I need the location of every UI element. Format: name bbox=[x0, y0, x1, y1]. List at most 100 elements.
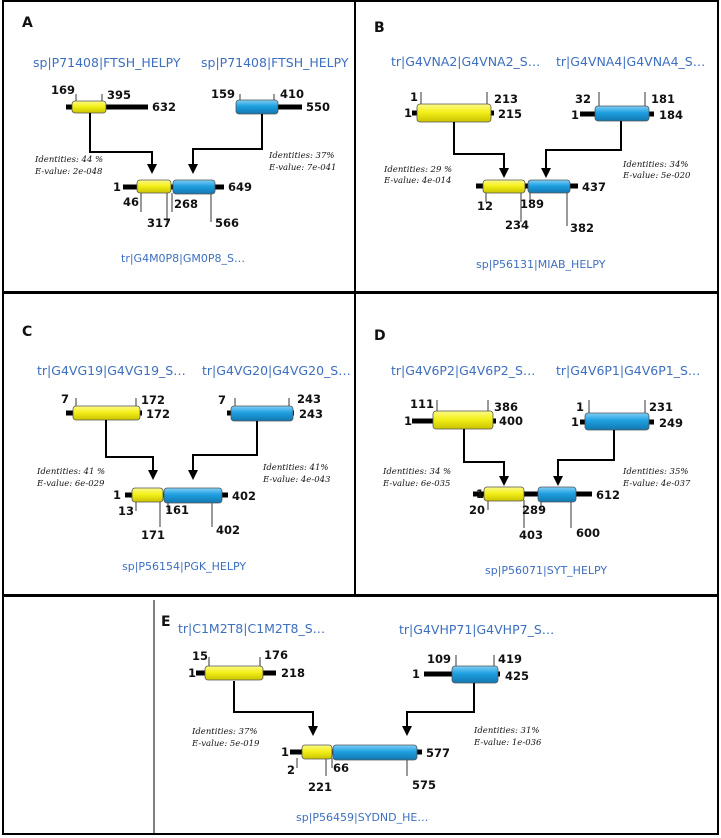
panel-b-right-protein: 32 1 181 184 bbox=[571, 92, 683, 122]
panel-b-left-protein: 1 1 213 215 bbox=[404, 90, 522, 123]
panel-b-letter: B bbox=[374, 20, 385, 36]
fusion-boundary-number: 221 bbox=[308, 780, 332, 794]
arrow-right bbox=[545, 121, 622, 170]
arrow-left bbox=[453, 122, 505, 170]
yellow-domain bbox=[432, 410, 494, 430]
panel-d-right-protein: 1 1 231 249 bbox=[571, 400, 683, 431]
domain-end-number: 172 bbox=[141, 393, 165, 407]
fusion-boundary-number: 189 bbox=[520, 197, 544, 211]
arrow-right bbox=[192, 421, 258, 472]
domain-start-number: 1 bbox=[576, 400, 584, 414]
yellow-domain bbox=[416, 103, 492, 123]
domain-start-number: 169 bbox=[51, 83, 75, 97]
domain-end-number: 395 bbox=[107, 88, 131, 102]
arrowhead bbox=[188, 164, 198, 174]
panel-d-fusion-protein: 1 612 20 289 403 600 bbox=[469, 486, 620, 542]
arrow-left bbox=[463, 429, 505, 478]
panel-b-left-protein-name: tr|G4VNA2|G4VNA2_S… bbox=[391, 54, 540, 69]
panel-a-right-protein: 159 410 550 bbox=[211, 87, 330, 115]
domain-end-number: 419 bbox=[498, 652, 522, 666]
fusion-boundary-number: 575 bbox=[412, 778, 436, 792]
blue-domain bbox=[230, 405, 294, 422]
domain-end-number: 176 bbox=[264, 648, 288, 662]
panel-c-right-identities: Identities: 41% bbox=[262, 463, 328, 473]
panel-b-frame bbox=[354, 0, 719, 293]
panel-b-arrows bbox=[453, 121, 622, 178]
panel-c: C tr|G4VG19|G4VG19_S… tr|G4VG20|G4VG20_S… bbox=[22, 324, 351, 573]
blue-domain bbox=[332, 744, 418, 761]
arrow-right bbox=[192, 114, 263, 166]
fusion-start-number: 1 bbox=[113, 180, 121, 194]
panel-e-left-protein-name: tr|C1M2T8|C1M2T8_S… bbox=[178, 621, 325, 636]
protein-length-number: 243 bbox=[299, 407, 323, 421]
panel-e-fusion-protein-name: sp|P56459|SYDND_HE… bbox=[296, 811, 428, 824]
panel-d-arrows bbox=[463, 429, 615, 486]
blue-domain bbox=[163, 487, 223, 504]
fusion-end-number: 612 bbox=[596, 488, 620, 502]
protein-length-number: 249 bbox=[659, 416, 683, 430]
arrow-left bbox=[233, 681, 314, 728]
panel-a-arrows bbox=[89, 113, 263, 174]
panel-b-left-evalue: E-value: 4e-014 bbox=[383, 176, 451, 186]
blue-domain bbox=[584, 412, 650, 431]
arrowhead bbox=[499, 476, 509, 486]
panel-d-fusion-protein-name: sp|P56071|SYT_HELPY bbox=[485, 564, 607, 577]
panel-a: A sp|P71408|FTSH_HELPY sp|P71408|FTSH_HE… bbox=[22, 15, 349, 265]
protein-pre-number: 1 bbox=[571, 415, 579, 429]
blue-domain bbox=[537, 486, 577, 503]
fusion-end-number: 577 bbox=[426, 746, 450, 760]
yellow-domain bbox=[301, 744, 333, 760]
fusion-boundary-number: 317 bbox=[147, 216, 171, 230]
protein-length-number: 218 bbox=[281, 666, 305, 680]
panel-d-left-protein-name: tr|G4V6P2|G4V6P2_S… bbox=[391, 363, 535, 378]
panel-d: D tr|G4V6P2|G4V6P2_S… tr|G4V6P1|G4V6P1_S… bbox=[374, 328, 700, 577]
panel-c-right-protein-name: tr|G4VG20|G4VG20_S… bbox=[202, 363, 351, 378]
arrow-left bbox=[89, 113, 153, 166]
yellow-domain bbox=[131, 487, 164, 503]
protein-length-number: 425 bbox=[505, 669, 529, 683]
panel-b-fusion-protein-name: sp|P56131|MIAB_HELPY bbox=[476, 258, 606, 271]
blue-domain bbox=[235, 99, 279, 115]
domain-start-number: 109 bbox=[427, 652, 451, 666]
fusion-boundary-number: 403 bbox=[519, 528, 543, 542]
domain-end-number: 231 bbox=[649, 400, 673, 414]
arrowhead bbox=[188, 470, 198, 480]
panel-a-left-evalue: E-value: 2e-048 bbox=[34, 167, 103, 177]
panel-e-right-protein-name: tr|G4VHP71|G4VHP7_S… bbox=[399, 622, 554, 637]
blue-domain bbox=[527, 179, 571, 194]
arrowhead bbox=[553, 476, 563, 486]
fusion-boundary-number: 20 bbox=[469, 503, 485, 517]
protein-length-number: 632 bbox=[152, 100, 176, 114]
blue-domain bbox=[172, 179, 216, 195]
panel-b: B tr|G4VNA2|G4VNA2_S… tr|G4VNA4|G4VNA4_S… bbox=[374, 20, 705, 271]
fusion-end-number: 402 bbox=[232, 489, 256, 503]
protein-pre-number: 1 bbox=[412, 667, 420, 681]
panel-a-left-protein-name: sp|P71408|FTSH_HELPY bbox=[33, 55, 181, 70]
panel-c-left-evalue: E-value: 6e-029 bbox=[36, 479, 105, 489]
yellow-domain bbox=[72, 405, 141, 421]
panel-e-left-identities: Identities: 37% bbox=[191, 727, 257, 737]
panel-b-right-protein-name: tr|G4VNA4|G4VNA4_S… bbox=[556, 54, 705, 69]
domain-end-number: 386 bbox=[494, 400, 518, 414]
domain-end-number: 243 bbox=[297, 392, 321, 406]
domain-start-number: 15 bbox=[192, 649, 208, 663]
arrow-right bbox=[406, 683, 475, 728]
panel-a-fusion-protein-name: tr|G4M0P8|GM0P8_S… bbox=[121, 252, 245, 265]
arrowhead bbox=[147, 164, 157, 174]
fusion-boundary-number: 402 bbox=[216, 523, 240, 537]
panel-d-left-evalue: E-value: 6e-035 bbox=[382, 479, 450, 489]
panel-c-left-protein: 7 172 172 bbox=[61, 392, 170, 421]
panel-e-letter: E bbox=[161, 614, 171, 630]
fusion-boundary-number: 12 bbox=[477, 199, 493, 213]
panel-b-right-evalue: E-value: 5e-020 bbox=[622, 171, 691, 181]
panel-e-frame bbox=[2, 595, 719, 835]
domain-start-number: 7 bbox=[218, 393, 226, 407]
panel-b-fusion-protein: 437 12 189 234 382 bbox=[476, 179, 606, 235]
panel-a-right-evalue: E-value: 7e-041 bbox=[268, 163, 336, 173]
fusion-start-number: 1 bbox=[113, 488, 121, 502]
domain-end-number: 181 bbox=[651, 92, 675, 106]
fusion-end-number: 649 bbox=[228, 180, 252, 194]
fusion-boundary-number: 2 bbox=[287, 763, 295, 777]
domain-start-number: 111 bbox=[410, 397, 434, 411]
